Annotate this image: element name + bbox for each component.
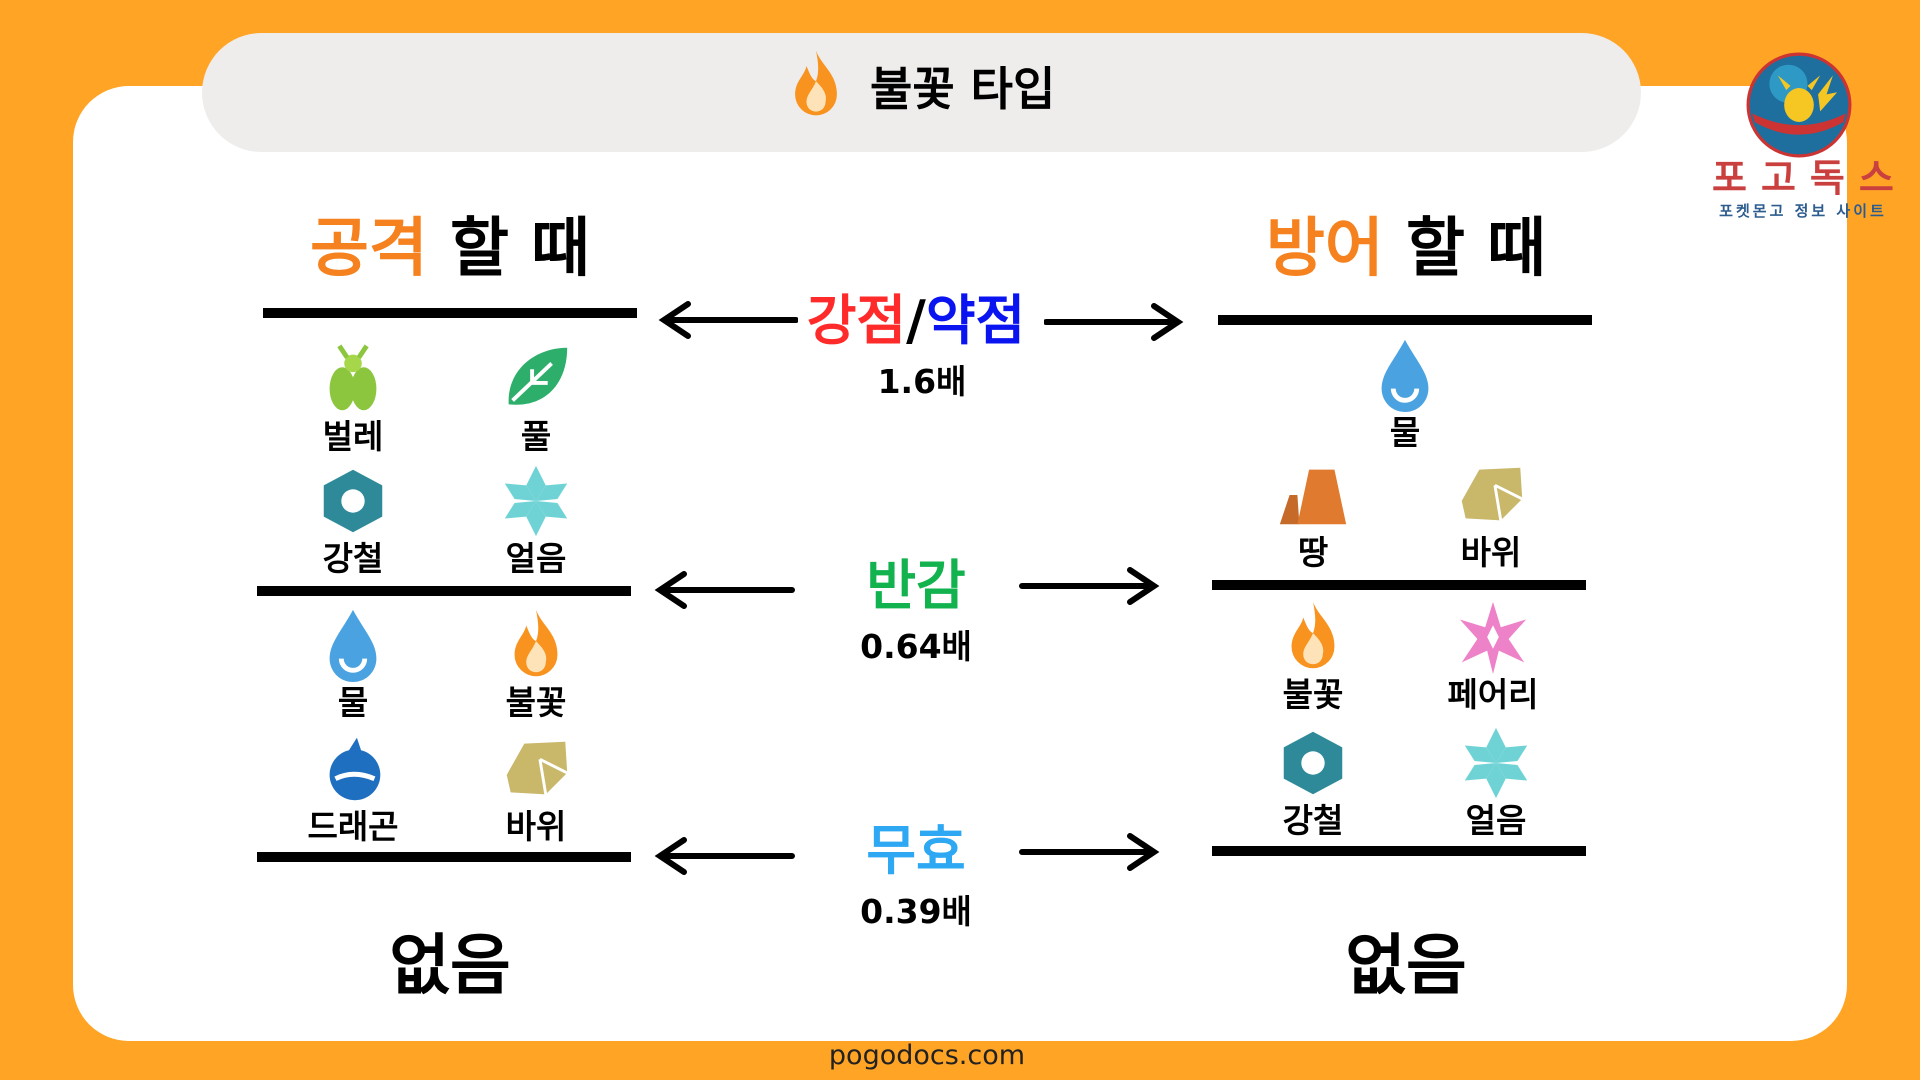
arrow-right-icon: [1019, 833, 1160, 871]
strong-weak-label: 강점/약점: [806, 289, 1026, 352]
type-fire: 불꽃: [1238, 598, 1388, 714]
title-banner: [202, 33, 1641, 152]
divider: [257, 586, 631, 596]
immune-label: 무효: [866, 819, 966, 882]
type-fire: 불꽃: [461, 606, 611, 722]
logo-subtitle: 포켓몬고 정보 사이트: [1719, 202, 1887, 220]
resist-multiplier: 0.64배: [860, 627, 972, 666]
type-grass: 풀: [461, 340, 611, 456]
divider: [1218, 315, 1592, 325]
resist-label: 반감: [866, 554, 966, 617]
attack-heading: 공격 할 때: [309, 212, 591, 286]
arrow-left-icon: [654, 571, 795, 609]
divider: [1212, 580, 1586, 590]
type-ice: 얼음: [461, 462, 611, 578]
fairy-icon: [1459, 601, 1527, 675]
immune-multiplier: 0.39배: [860, 892, 972, 931]
arrow-left-icon: [658, 301, 798, 339]
dragon-icon: [329, 737, 381, 801]
type-water: 물: [278, 606, 428, 722]
arrow-right-icon: [1019, 567, 1160, 605]
ice-icon: [504, 465, 568, 537]
grass-icon: [508, 347, 568, 405]
type-ice: 얼음: [1421, 724, 1571, 840]
attack-immune-none: 없음: [389, 927, 511, 1004]
fire-icon: [1291, 601, 1335, 669]
steel-icon: [1283, 731, 1343, 795]
rock-icon: [1461, 467, 1523, 521]
divider: [1212, 846, 1586, 856]
bug-icon: [329, 344, 377, 411]
type-steel: 강철: [278, 462, 428, 578]
page-title: 불꽃 타입: [870, 62, 1056, 116]
rock-icon: [506, 741, 568, 795]
footer-site-url[interactable]: pogodocs.com: [828, 1040, 1026, 1071]
type-ground: 땅: [1238, 456, 1388, 572]
defense-immune-none: 없음: [1345, 927, 1467, 1004]
divider: [257, 852, 631, 862]
steel-icon: [323, 469, 383, 533]
defense-heading: 방어 할 때: [1265, 212, 1547, 286]
type-bug: 벌레: [278, 340, 428, 456]
fire-icon: [514, 609, 558, 677]
strong-multiplier: 1.6배: [877, 362, 967, 401]
type-water: 물: [1330, 336, 1480, 452]
water-icon: [329, 609, 377, 683]
type-rock: 바위: [1416, 456, 1566, 572]
arrow-right-icon: [1044, 303, 1184, 341]
divider: [263, 308, 637, 318]
pikachu-logo-icon: [1746, 52, 1852, 158]
type-steel: 강철: [1238, 724, 1388, 840]
arrow-left-icon: [654, 837, 795, 875]
water-icon: [1381, 339, 1429, 413]
ground-icon: [1279, 469, 1347, 525]
logo-name: 포고독스: [1712, 156, 1908, 200]
type-fairy: 페어리: [1418, 598, 1568, 714]
content-card: [73, 86, 1847, 1041]
ice-icon: [1464, 727, 1528, 799]
type-dragon: 드래곤: [278, 730, 428, 846]
fire-icon: [795, 50, 837, 116]
type-rock: 바위: [461, 730, 611, 846]
